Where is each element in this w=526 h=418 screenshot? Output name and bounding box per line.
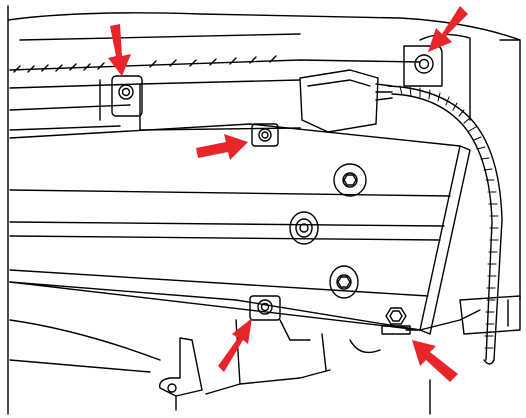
- lower-left-bolt: [249, 295, 281, 321]
- panel-bolt-upper: [333, 163, 367, 197]
- panel-bolt-lower: [329, 265, 359, 299]
- arrow-lower-right: [412, 340, 458, 382]
- arrow-top-right: [428, 6, 468, 52]
- top-left-bolt: [111, 75, 143, 117]
- lower-bracket: [9, 295, 521, 415]
- arrow-lower-left: [218, 318, 252, 372]
- top-right-bolt: [403, 45, 443, 87]
- mid-left-bolt: [251, 123, 279, 147]
- arrow-mid-left: [196, 134, 248, 160]
- panel-bolt-middle: [289, 211, 319, 245]
- callout-arrows: [108, 6, 468, 382]
- wire-harness: [387, 85, 503, 365]
- arrow-top-left: [108, 24, 131, 76]
- wire-connector: [299, 69, 393, 133]
- main-panel: [9, 123, 471, 335]
- lower-right-bolt: [381, 307, 419, 335]
